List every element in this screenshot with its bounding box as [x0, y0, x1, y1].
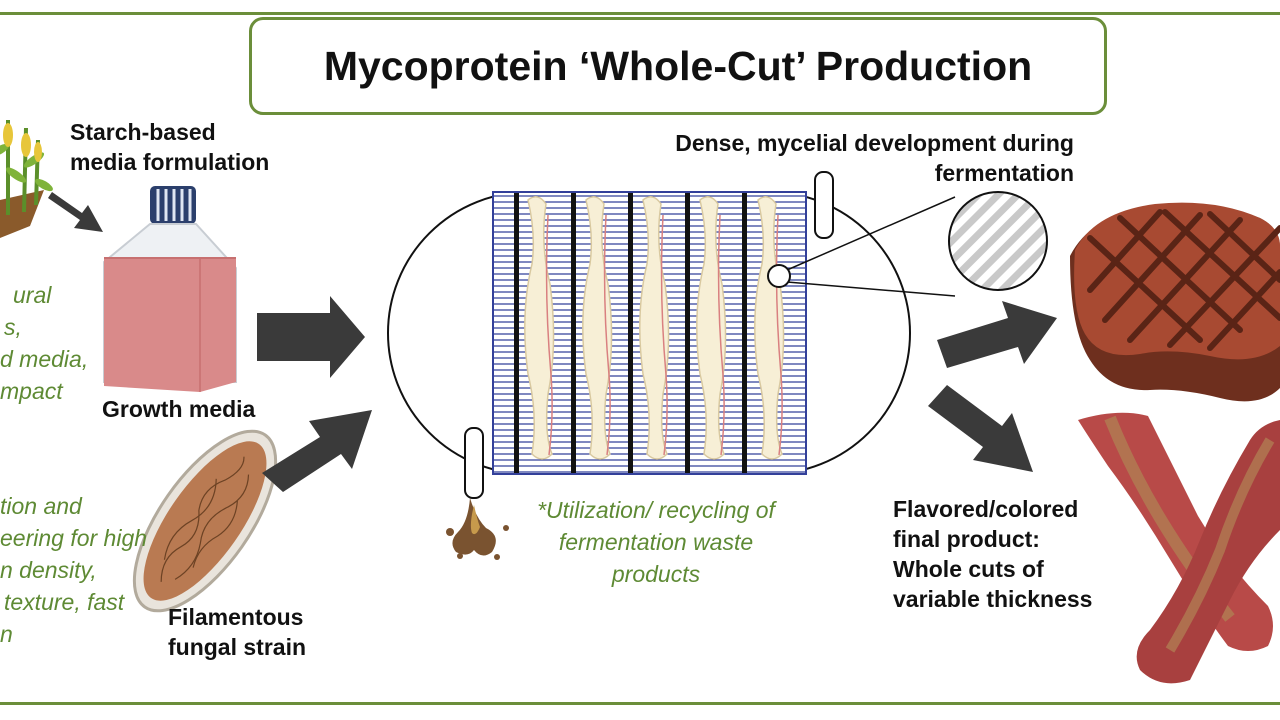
outlet-tube	[464, 427, 484, 499]
waste-splash-icon	[446, 498, 509, 560]
media-bottle-icon	[103, 186, 237, 392]
diagram-title: Mycoprotein ‘Whole-Cut’ Production	[323, 42, 1033, 89]
petri-dish-icon	[132, 429, 278, 613]
outer-frame	[0, 12, 1280, 705]
strain-engineering-note: tion and eering for high n density, text…	[0, 493, 148, 647]
steak-icon	[1070, 202, 1280, 402]
zoom-callout	[767, 191, 1048, 297]
starch-media-label: Starch-based media formulation	[70, 119, 270, 175]
fungal-strain-label: Filamentous fungal strain	[168, 604, 307, 660]
arrow-to-steak	[937, 301, 1057, 368]
growth-media-label: Growth media	[102, 396, 256, 422]
arrow-media-to-fermenter	[257, 296, 365, 378]
final-product-label: Flavored/colored final product: Whole cu…	[893, 496, 1093, 612]
waste-recycling-note: *Utilization/ recycling of fermentation …	[537, 497, 775, 587]
arrow-corn-to-media	[48, 192, 103, 232]
arrow-strain-to-fermenter	[262, 410, 372, 492]
title-box: Mycoprotein ‘Whole-Cut’ Production	[249, 17, 1107, 115]
scaffold-grid	[493, 192, 806, 474]
corn-plant-icon	[0, 120, 53, 238]
fermenter-vessel	[387, 191, 911, 475]
mycelial-development-label: Dense, mycelial development during ferme…	[675, 130, 1074, 186]
inlet-tube	[814, 171, 834, 239]
agricultural-note: ural s, d media, mpact	[0, 282, 89, 404]
bacon-icon	[1078, 412, 1280, 684]
arrow-to-bacon	[928, 385, 1033, 472]
